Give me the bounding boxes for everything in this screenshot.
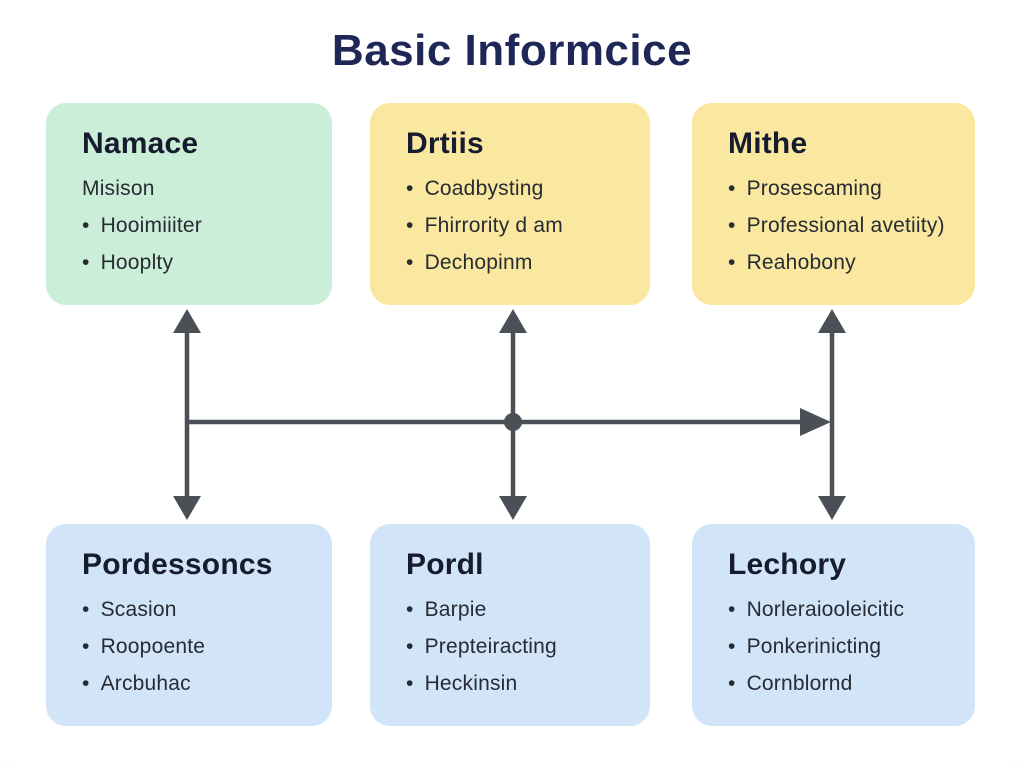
list-item: • Coadbysting (406, 170, 634, 207)
bullet-icon: • (728, 251, 736, 274)
list-item-label: Dechopinm (424, 251, 533, 274)
list-item-label: Heckinsin (424, 672, 518, 695)
bullet-icon: • (82, 214, 90, 237)
list-item-label: Professional avetiity) (746, 214, 945, 237)
list-item: • Reahobony (728, 244, 959, 281)
list-item-label: Arcbuhac (100, 672, 191, 695)
list-item: • Professional avetiity) (728, 207, 959, 244)
vertical-double-arrow-middle (499, 309, 527, 520)
list-item: • Scasion (82, 591, 316, 628)
list-item: • Arcbuhac (82, 665, 316, 702)
list-item: • Hooimiiiter (82, 207, 316, 244)
bullet-icon: • (728, 635, 736, 658)
bullet-icon: • (406, 672, 414, 695)
bullet-icon: • (82, 672, 90, 695)
horizontal-arrow (187, 408, 831, 436)
bullet-icon: • (406, 214, 414, 237)
list-item: • Fhirrority d am (406, 207, 634, 244)
list-item-label: Norleraiooleicitic (746, 598, 905, 621)
box-mithe: Mithe • Prosescaming • Professional avet… (692, 103, 975, 305)
list-item-label: Cornblornd (746, 672, 853, 695)
bullet-icon: • (406, 598, 414, 621)
list-item: • Cornblornd (728, 665, 959, 702)
list-item: • Norleraiooleicitic (728, 591, 959, 628)
junction-dot (504, 413, 522, 431)
vertical-double-arrow-left (173, 309, 201, 520)
bullet-icon: • (728, 598, 736, 621)
bullet-icon: • (406, 635, 414, 658)
list-item-label: Prepteiracting (424, 635, 557, 658)
list-item: • Prepteiracting (406, 628, 634, 665)
bullet-icon: • (728, 177, 736, 200)
box-pordessoncs: Pordessoncs • Scasion • Roopoente • Arcb… (46, 524, 332, 726)
list-item-label: Ponkerinicting (746, 635, 882, 658)
page-title: Basic Informcice (331, 26, 693, 75)
list-item-label: Coadbysting (424, 177, 544, 200)
list-item-label: Misison (82, 177, 155, 200)
list-item-label: Barpie (424, 598, 487, 621)
box-namace: Namace Misison • Hooimiiiter • Hooplty (46, 103, 332, 305)
list-item: • Prosescaming (728, 170, 959, 207)
list-item: • Hooplty (82, 244, 316, 281)
list-item-label: Hooplty (100, 251, 174, 274)
list-item: • Dechopinm (406, 244, 634, 281)
list-item: • Ponkerinicting (728, 628, 959, 665)
list-item: Misison (82, 170, 316, 207)
list-item-label: Fhirrority d am (424, 214, 563, 237)
box-pordl: Pordl • Barpie • Prepteiracting • Heckin… (370, 524, 650, 726)
list-item-label: Roopoente (100, 635, 206, 658)
bullet-icon: • (406, 251, 414, 274)
vertical-double-arrow-right (818, 309, 846, 520)
bullet-icon: • (82, 635, 90, 658)
box-heading: Namace (82, 127, 199, 160)
box-lechory: Lechory • Norleraiooleicitic • Ponkerini… (692, 524, 975, 726)
box-drtiis: Drtiis • Coadbysting • Fhirrority d am •… (370, 103, 650, 305)
bullet-icon: • (406, 177, 414, 200)
list-item-label: Prosescaming (746, 177, 883, 200)
list-item: • Roopoente (82, 628, 316, 665)
box-heading: Mithe (728, 127, 808, 160)
box-heading: Pordessoncs (82, 548, 273, 581)
bullet-icon: • (82, 598, 90, 621)
list-item-label: Scasion (100, 598, 177, 621)
bullet-icon: • (82, 251, 90, 274)
list-item-label: Hooimiiiter (100, 214, 202, 237)
bullet-icon: • (728, 672, 736, 695)
box-heading: Pordl (406, 548, 484, 581)
box-heading: Lechory (728, 548, 847, 581)
list-item: • Heckinsin (406, 665, 634, 702)
list-item: • Barpie (406, 591, 634, 628)
box-heading: Drtiis (406, 127, 484, 160)
list-item-label: Reahobony (746, 251, 856, 274)
bullet-icon: • (728, 214, 736, 237)
